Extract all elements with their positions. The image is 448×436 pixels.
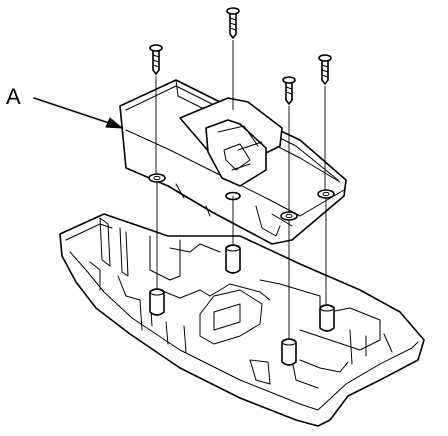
switch-module-a: [119, 79, 347, 245]
screw-2: [149, 44, 163, 75]
callout-a-label: A: [6, 84, 21, 109]
alignment-lines: [155, 40, 327, 338]
lower-housing-panel: [59, 213, 425, 427]
screw-3: [318, 54, 332, 85]
screw-1: [226, 7, 240, 39]
screw-4: [282, 76, 296, 105]
callout-a-arrowhead: [105, 117, 124, 129]
callout-a: A: [6, 84, 124, 129]
